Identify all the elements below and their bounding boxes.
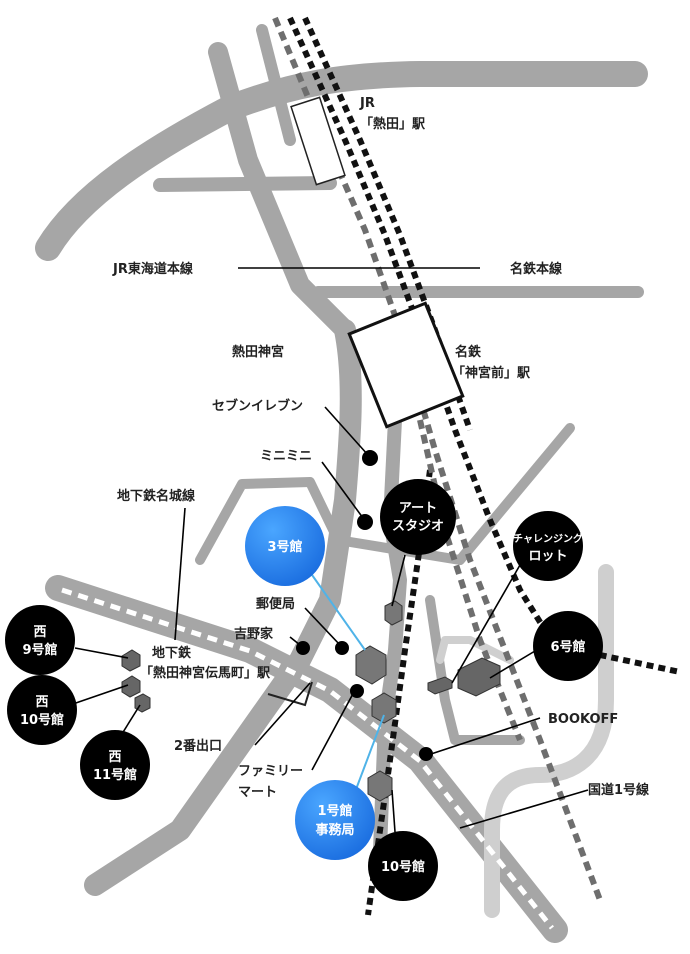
label-subway-station-name: 「熱田神宮伝馬町」駅 (140, 665, 271, 681)
building-west9 (121, 649, 141, 672)
art-studio-line2: スタジオ (392, 519, 444, 534)
callout-lines-blue (304, 564, 385, 801)
map-labels: JR 「熱田」駅 JR東海道本線 名鉄本線 熱田神宮 名鉄 「神宮前」駅 セブン… (112, 96, 650, 800)
west10-line2: 10号館 (20, 712, 64, 728)
yubinkyoku-dot (335, 641, 349, 655)
familymart-dot (350, 684, 364, 698)
road-left-vertical (208, 42, 355, 340)
subway-exit-bracket (267, 681, 313, 707)
west11-line2: 11号館 (93, 767, 137, 783)
west11-line1: 西 (108, 750, 121, 765)
label-yoshinoya: 吉野家 (234, 626, 274, 642)
bldg1-line1: 1号館 (317, 803, 352, 819)
label-subway-meijo: 地下鉄名城線 (117, 488, 196, 504)
road-main-avenue (84, 319, 362, 896)
label-jr: JR (359, 96, 375, 111)
label-meitetsu-main: 名鉄本線 (510, 261, 563, 277)
roads (35, 24, 648, 943)
rail-meitetsu-main (287, 16, 548, 632)
marker-art-studio[interactable]: アート スタジオ (380, 479, 456, 555)
label-exit2: 2番出口 (174, 738, 222, 754)
marker-west11[interactable]: 西 11号館 (80, 730, 150, 800)
minimini-dot (357, 514, 373, 530)
label-familymart-2: マート (238, 785, 277, 800)
jr-atsuta-station (290, 96, 346, 186)
callout-lines (69, 267, 589, 833)
building-3 (355, 645, 387, 685)
road-lane-right (436, 636, 514, 664)
label-atsuta-jingu: 熱田神宮 (232, 344, 284, 360)
label-meitetsu: 名鉄 (455, 344, 481, 360)
road-top-branch (153, 176, 337, 192)
challenging-lot-line1: チャレンジング (513, 532, 583, 545)
label-route1: 国道1号線 (588, 782, 650, 798)
label-yubinkyoku: 郵便局 (256, 596, 295, 612)
marker-challenging-lot[interactable]: チャレンジング ロット (513, 511, 583, 581)
road-block (195, 423, 575, 565)
road-route1 (45, 575, 568, 943)
west9-line1: 西 (33, 625, 46, 640)
marker-west9[interactable]: 西 9号館 (5, 605, 75, 675)
road-light-curve (484, 564, 614, 918)
marker-bldg6[interactable]: 6号館 (533, 611, 603, 681)
label-subway-station: 地下鉄 (152, 645, 191, 661)
building-lot (427, 676, 453, 695)
road-east (425, 595, 525, 745)
label-familymart: ファミリー (238, 764, 303, 779)
bldg6-label: 6号館 (550, 639, 585, 655)
marker-bldg10[interactable]: 10号館 (368, 831, 438, 901)
label-seven-eleven: セブンイレブン (212, 398, 303, 414)
marker-west10[interactable]: 西 10号館 (7, 675, 77, 745)
building-10 (367, 770, 393, 802)
meitetsu-jingumae-station (347, 301, 465, 429)
bldg10-label: 10号館 (381, 859, 425, 875)
seven-eleven-dot (362, 450, 378, 466)
label-jingumae-station: 「神宮前」駅 (452, 365, 531, 381)
marker-bldg1[interactable]: 1号館 事務局 (295, 780, 375, 860)
yoshinoya-dot (296, 641, 310, 655)
road-left-vertical-thin (256, 24, 296, 146)
west9-line2: 9号館 (22, 642, 57, 658)
building-1 (371, 692, 397, 724)
bldg1-line2: 事務局 (315, 822, 354, 838)
label-minimini: ミニミニ (260, 449, 312, 464)
label-jr-tokaido: JR東海道本線 (112, 261, 194, 277)
marker-bldg3[interactable]: 3号館 (245, 506, 325, 586)
label-bookoff: BOOKOFF (548, 712, 618, 727)
bookoff-dot (419, 747, 433, 761)
rail-gray-south (417, 419, 523, 742)
west10-line1: 西 (35, 695, 48, 710)
building-art (384, 600, 403, 626)
building-6 (457, 657, 501, 697)
challenging-lot-line2: ロット (528, 549, 567, 564)
building-west10 (121, 675, 141, 698)
bldg3-label: 3号館 (267, 539, 302, 555)
label-jr-station: 「熱田」駅 (360, 116, 426, 132)
art-studio-line1: アート (399, 501, 437, 516)
